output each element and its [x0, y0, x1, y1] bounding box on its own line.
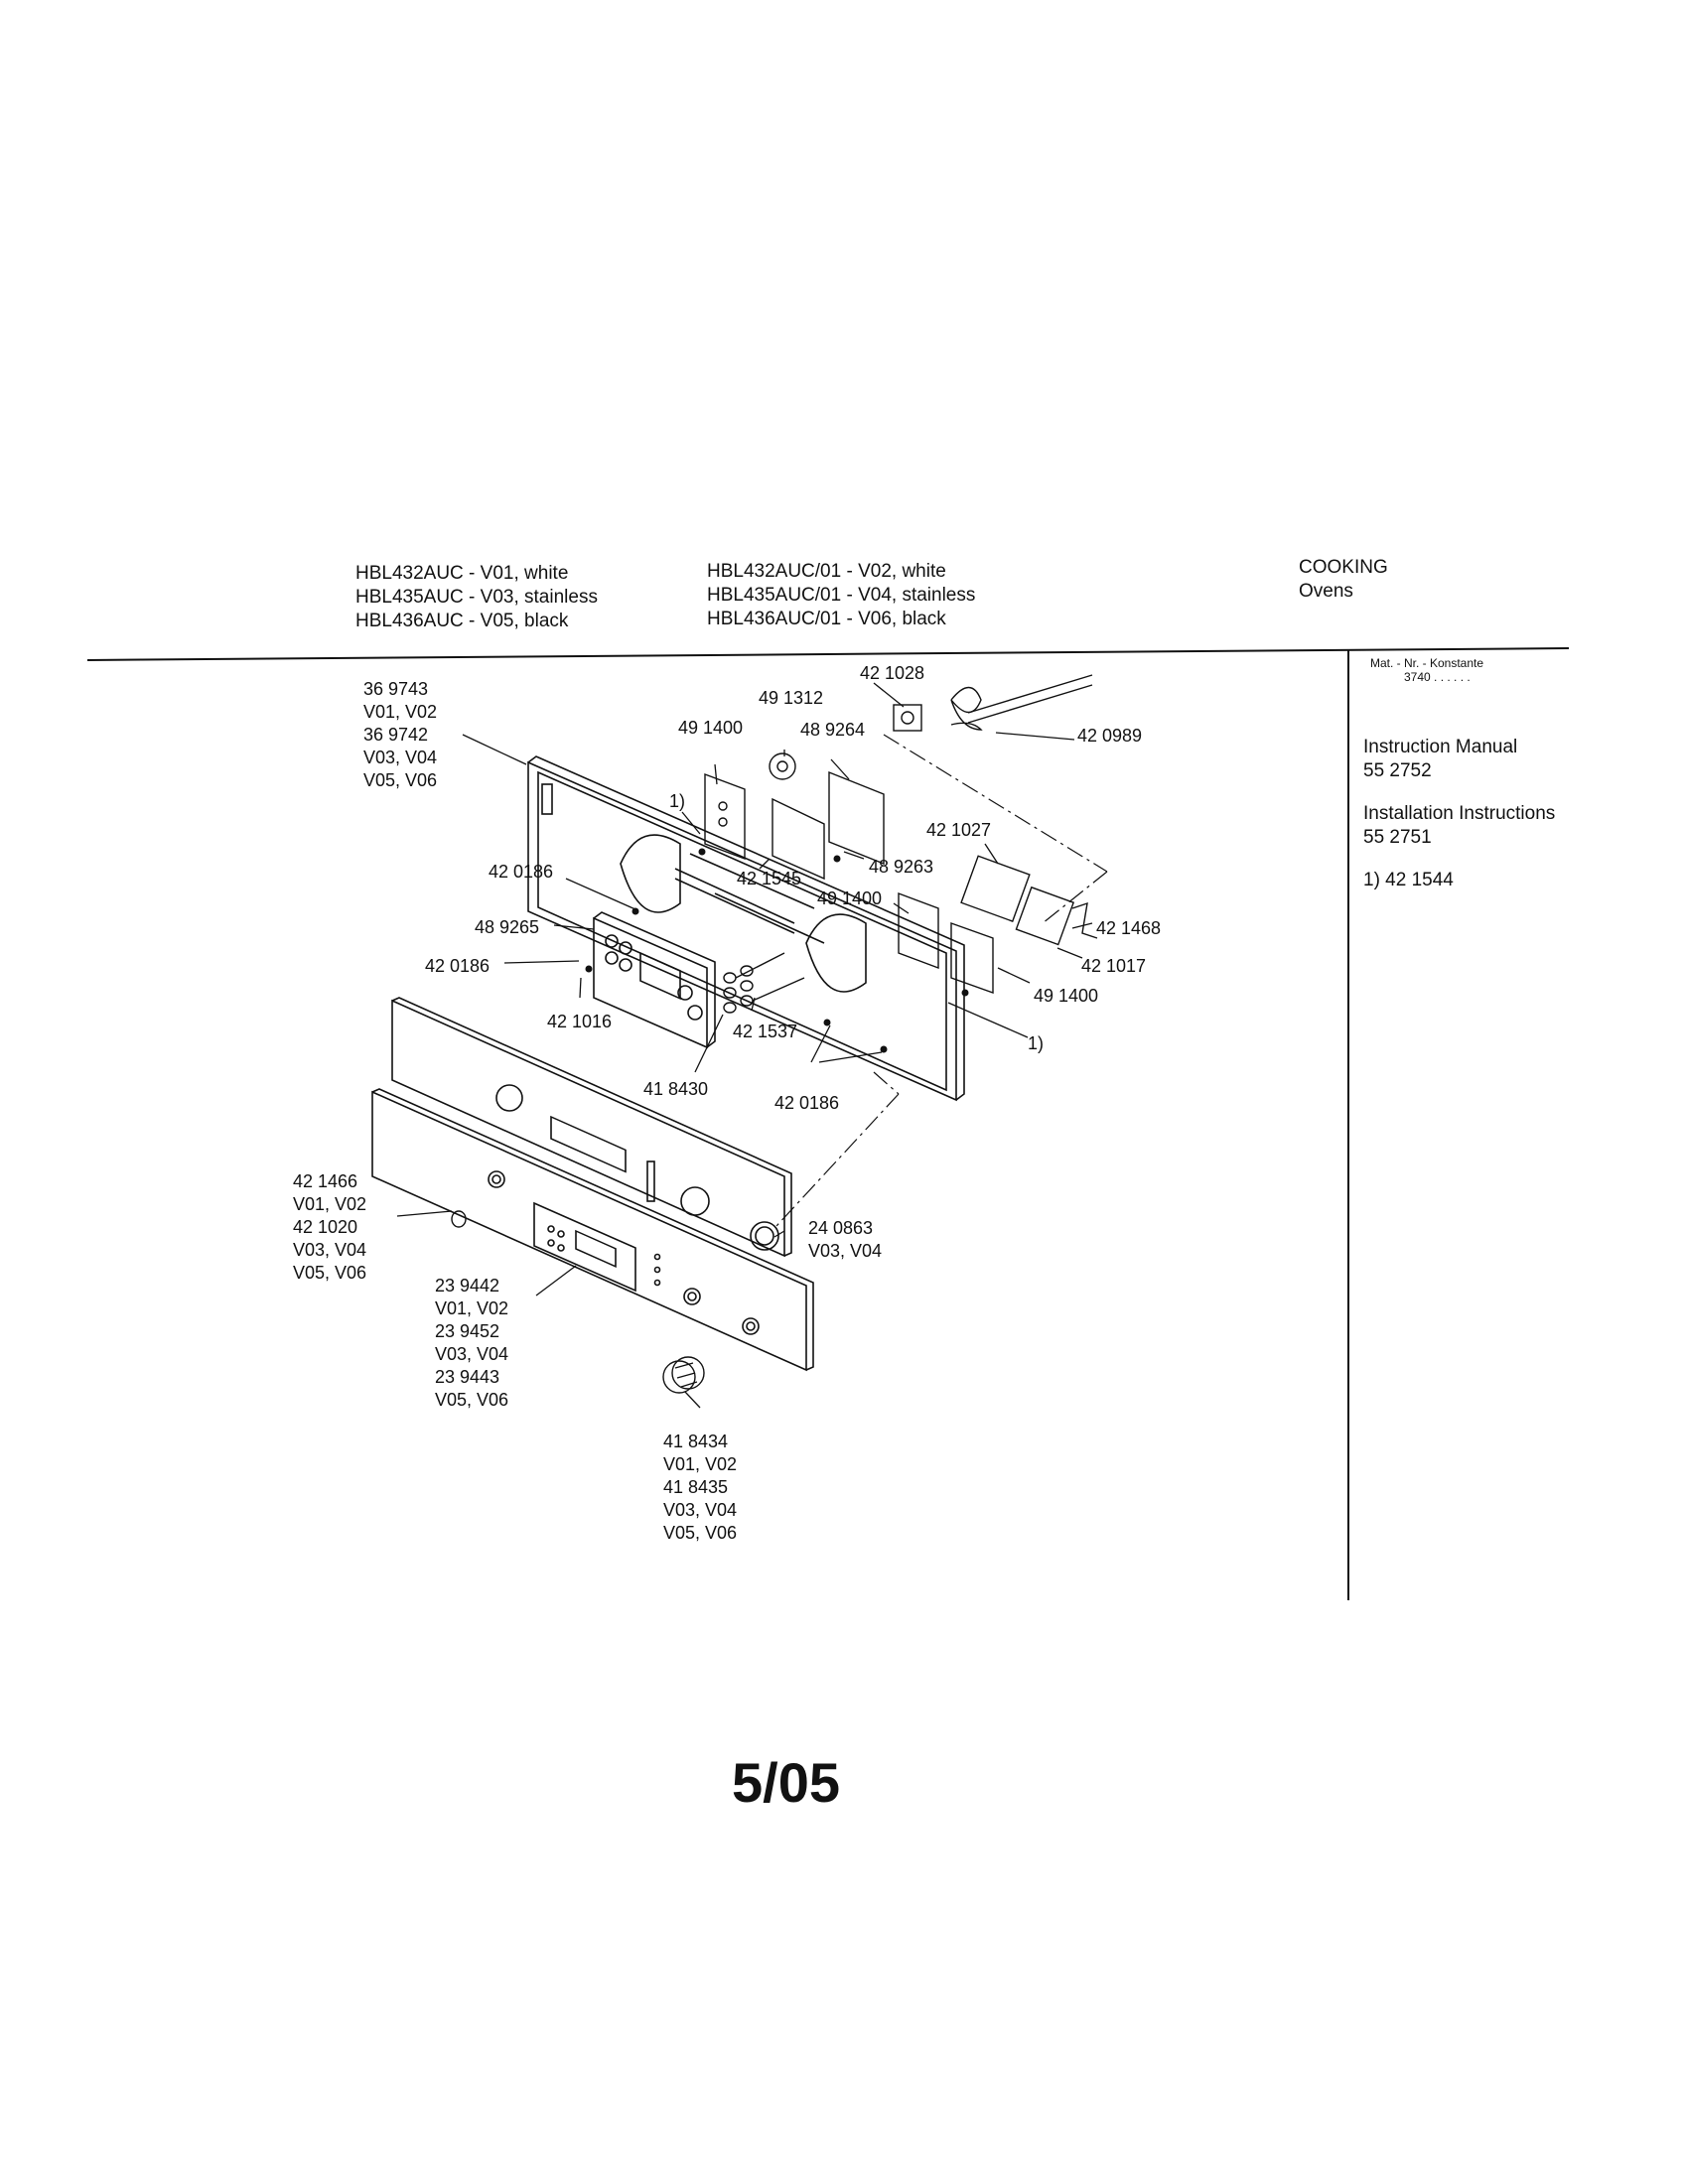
callout-line: V03, V04 [435, 1344, 509, 1364]
callout-421466: 42 1466 V01, V02 42 1020 V03, V04 V05, V… [293, 1170, 366, 1285]
callout-line: 23 9442 [435, 1276, 500, 1296]
model-list-right: HBL432AUC/01 - V02, white HBL435AUC/01 -… [707, 560, 975, 631]
callout-491400-a: 49 1400 [678, 718, 744, 738]
callout-420186-a: 42 0186 [489, 862, 554, 882]
callout-line: V03, V04 [663, 1500, 738, 1520]
control-panel [371, 1088, 814, 1372]
callout-line: 24 0863 [808, 1218, 874, 1238]
callout-footnote-b: 1) [1028, 1033, 1045, 1053]
model-line: HBL432AUC - V01, white [355, 563, 569, 584]
callout-line: 42 1466 [293, 1171, 358, 1191]
upper-brackets [704, 752, 885, 881]
instruction-manual-number: 55 2752 [1363, 760, 1432, 781]
callout-line: V03, V04 [363, 748, 438, 767]
control-frame [527, 755, 965, 1102]
leader-lines [396, 682, 1093, 1409]
mat-nr-box: Mat. - Nr. - Konstante 3740 . . . . . . [1370, 656, 1483, 684]
callout-421545: 42 1545 [737, 869, 802, 888]
callout-421016: 42 1016 [547, 1012, 613, 1031]
callout-footnote-a: 1) [669, 791, 686, 811]
installation-instructions-label: Installation Instructions [1363, 803, 1556, 824]
callout-420186-b: 42 0186 [425, 956, 491, 976]
installation-instructions-number: 55 2751 [1363, 827, 1432, 848]
electronic-module [593, 911, 716, 1049]
header-rule [86, 647, 1570, 661]
callout-239442: 23 9442 V01, V02 23 9452 V03, V04 23 944… [435, 1275, 508, 1412]
model-list-left: HBL432AUC - V01, white HBL435AUC - V03, … [355, 562, 598, 633]
callout-421028: 42 1028 [860, 663, 925, 683]
model-line: HBL432AUC/01 - V02, white [707, 561, 946, 582]
knobs [451, 1210, 705, 1394]
callout-line: 41 8434 [663, 1432, 729, 1451]
category-label: COOKING Ovens [1299, 556, 1388, 604]
mat-nr-label: Mat. - Nr. - Konstante [1370, 656, 1484, 670]
callout-line: 23 9443 [435, 1367, 500, 1387]
assembly-axes [775, 734, 1108, 1227]
callout-421027: 42 1027 [926, 820, 992, 840]
callout-line: V05, V06 [363, 770, 438, 790]
model-line: HBL435AUC/01 - V04, stainless [707, 585, 976, 606]
callout-491312: 49 1312 [759, 688, 824, 708]
thermostat [893, 674, 1093, 732]
callout-491400-c: 49 1400 [1034, 986, 1099, 1006]
callout-421017: 42 1017 [1081, 956, 1147, 976]
callout-line: 36 9743 [363, 679, 429, 699]
callout-240863: 24 0863 V03, V04 [808, 1217, 882, 1263]
mat-nr-value: 3740 . . . . . . [1404, 670, 1471, 684]
fascia-panel [391, 997, 792, 1258]
callout-line: V05, V06 [293, 1263, 367, 1283]
model-line: HBL435AUC - V03, stainless [355, 587, 598, 608]
page-rules [86, 647, 1570, 1600]
callout-491400-b: 49 1400 [817, 888, 883, 908]
callout-line: 36 9742 [363, 725, 429, 745]
callout-418430: 41 8430 [643, 1079, 709, 1099]
callout-line: 23 9452 [435, 1321, 500, 1341]
model-line: HBL436AUC - V05, black [355, 611, 569, 631]
callout-line: V01, V02 [363, 702, 438, 722]
callout-line: V03, V04 [293, 1240, 367, 1260]
callout-line: 42 1020 [293, 1217, 358, 1237]
callout-line: V01, V02 [435, 1298, 509, 1318]
instruction-manual-label: Instruction Manual [1363, 737, 1518, 757]
callout-line: V05, V06 [663, 1523, 738, 1543]
callout-line: 41 8435 [663, 1477, 729, 1497]
callout-421468: 42 1468 [1096, 918, 1162, 938]
callout-line: V05, V06 [435, 1390, 509, 1410]
callout-418434: 41 8434 V01, V02 41 8435 V03, V04 V05, V… [663, 1431, 737, 1545]
footnote: 1) 42 1544 [1363, 870, 1454, 890]
callout-489265: 48 9265 [475, 917, 540, 937]
screws [585, 848, 969, 1053]
callout-420186-c: 42 0186 [774, 1093, 840, 1113]
page-number: 5/05 [732, 1751, 840, 1814]
callout-421537: 42 1537 [733, 1022, 798, 1041]
category-title: COOKING [1299, 557, 1388, 578]
selector-switches [898, 855, 1098, 994]
callout-line: V01, V02 [293, 1194, 367, 1214]
instruction-manual-ref: Instruction Manual 55 2752 [1363, 736, 1517, 783]
callout-489264: 48 9264 [800, 720, 866, 740]
callout-420989: 42 0989 [1077, 726, 1143, 746]
category-subtitle: Ovens [1299, 581, 1353, 602]
switch-group [723, 952, 805, 1014]
model-line: HBL436AUC/01 - V06, black [707, 609, 946, 629]
callout-489263: 48 9263 [869, 857, 934, 877]
callout-369743: 36 9743 V01, V02 36 9742 V03, V04 V05, V… [363, 678, 437, 792]
callout-line: V01, V02 [663, 1454, 738, 1474]
callout-line: V03, V04 [808, 1241, 883, 1261]
installation-instructions-ref: Installation Instructions 55 2751 [1363, 802, 1555, 850]
